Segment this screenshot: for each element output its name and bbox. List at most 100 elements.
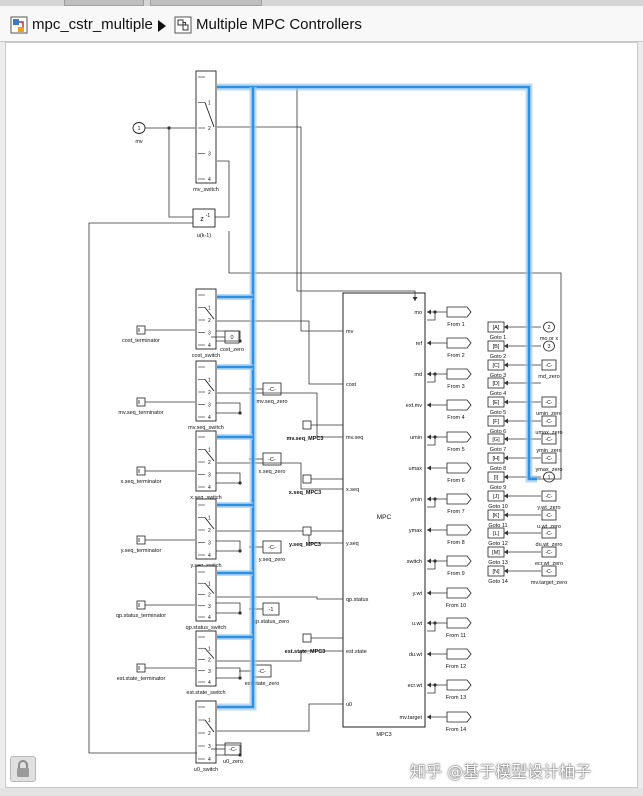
terminator-body[interactable] xyxy=(136,535,146,545)
from-body[interactable] xyxy=(446,679,472,691)
signal-line[interactable] xyxy=(427,312,436,321)
goto-block[interactable]: [M]Goto 13 xyxy=(487,546,508,566)
signal-line[interactable] xyxy=(217,320,343,385)
terminator-block[interactable]: mv.seq_terminator xyxy=(118,397,195,416)
terminator-body[interactable] xyxy=(136,600,146,610)
from-block[interactable]: From 4 xyxy=(446,399,472,421)
signal-line[interactable] xyxy=(427,374,436,383)
highlighted-signal[interactable] xyxy=(217,87,255,709)
terminator-block[interactable]: cost_terminator xyxy=(122,325,195,344)
goto-block[interactable]: [F]Goto 6 xyxy=(487,415,506,435)
switch-body[interactable] xyxy=(195,360,217,422)
source-block[interactable]: 3 xyxy=(543,340,555,352)
switch-body[interactable] xyxy=(195,565,217,622)
goto-tag-mpc3[interactable]: y.seq_MPC3 xyxy=(289,526,321,548)
source-block[interactable]: -C-umax_zero xyxy=(535,415,563,436)
inport[interactable] xyxy=(543,340,555,352)
goto-block[interactable]: [I]Goto 9 xyxy=(487,471,506,491)
from-block[interactable]: From 9 xyxy=(446,555,472,577)
terminator-block[interactable]: x.seq_terminator xyxy=(121,466,195,485)
goto-block[interactable]: [D]Goto 4 xyxy=(487,377,506,397)
multiport-switch[interactable]: 1234y.seq_switch xyxy=(190,498,222,569)
signal-line[interactable] xyxy=(216,667,241,678)
terminator-body[interactable] xyxy=(136,397,146,407)
goto-block[interactable]: [B]Goto 2 xyxy=(487,340,506,360)
from-body[interactable] xyxy=(446,555,472,567)
switch-body[interactable] xyxy=(195,70,217,184)
editor-tab[interactable] xyxy=(64,0,144,6)
terminator-block[interactable]: y.seq_terminator xyxy=(121,535,195,554)
from-block[interactable]: From 6 xyxy=(446,462,472,484)
from-block[interactable]: From 11 xyxy=(446,617,472,639)
source-block[interactable]: 1 xyxy=(543,471,555,483)
goto-block[interactable]: [J]Goto 10 xyxy=(487,490,508,510)
signal-line[interactable] xyxy=(217,462,343,490)
switch-body[interactable] xyxy=(195,498,217,560)
switch-body[interactable] xyxy=(195,630,217,687)
source-block[interactable]: -C-ymin_zero xyxy=(536,433,562,454)
signal-line[interactable] xyxy=(216,472,241,483)
goto-tag-mpc3[interactable]: est.state_MPC3 xyxy=(285,633,326,655)
highlighted-signal[interactable] xyxy=(217,85,537,481)
source-block[interactable]: -C-du.wt_zero xyxy=(536,527,563,548)
signal-line[interactable] xyxy=(215,160,230,218)
constant-body[interactable] xyxy=(541,546,557,558)
constant-body[interactable] xyxy=(541,565,557,577)
lock-button[interactable] xyxy=(10,756,36,782)
inport[interactable] xyxy=(543,321,555,333)
source-block[interactable]: -C-y.wt_zero xyxy=(537,490,561,511)
signal-line[interactable] xyxy=(217,392,343,438)
goto-block[interactable]: [A]Goto 1 xyxy=(487,321,506,341)
inport[interactable] xyxy=(543,471,555,483)
constant-block[interactable]: -C-x.seq_zero xyxy=(259,452,286,475)
signal-line[interactable] xyxy=(427,561,436,570)
block-diagram[interactable]: 1234mv_switch1234cost_switch1234mv.seq_s… xyxy=(6,43,638,788)
from-block[interactable]: From 7 xyxy=(446,493,472,515)
from-block[interactable]: From 1 xyxy=(446,306,472,328)
signal-line[interactable] xyxy=(228,231,562,480)
signal-line[interactable] xyxy=(217,126,343,332)
source-block[interactable]: 2mo or x xyxy=(540,321,559,342)
signal-line[interactable] xyxy=(217,530,343,544)
from-block[interactable]: From 14 xyxy=(446,711,472,733)
source-block[interactable]: -C-mv.target_zero xyxy=(531,565,567,586)
constant-block[interactable]: -C-mv.seq_zero xyxy=(256,382,288,405)
from-body[interactable] xyxy=(446,493,472,505)
terminator-block[interactable]: est.state_terminator xyxy=(117,663,195,682)
signal-line[interactable] xyxy=(427,499,436,508)
constant-body[interactable] xyxy=(541,359,557,371)
from-body[interactable] xyxy=(446,431,472,443)
mpc-body[interactable] xyxy=(342,292,426,728)
goto-block[interactable]: [G]Goto 7 xyxy=(487,433,506,453)
signal-line[interactable] xyxy=(216,540,241,551)
signal-line[interactable] xyxy=(216,330,241,341)
terminator-body[interactable] xyxy=(136,325,146,335)
goto-tag-mpc3[interactable]: mv.seq_MPC3 xyxy=(287,420,324,442)
constant-block[interactable]: -C-y.seq_zero xyxy=(259,540,286,563)
source-block[interactable]: -C-umin_zero xyxy=(536,396,562,417)
delay-body[interactable] xyxy=(192,208,216,228)
constant-body[interactable] xyxy=(541,527,557,539)
source-block[interactable]: -C-u.wt_zero xyxy=(537,509,561,530)
from-body[interactable] xyxy=(446,368,472,380)
constant-body[interactable] xyxy=(541,490,557,502)
signal-line[interactable] xyxy=(217,703,343,732)
source-block[interactable]: -C-ecr.wt_zero xyxy=(535,546,563,567)
goto-block[interactable]: [E]Goto 5 xyxy=(487,396,506,416)
signal-line[interactable] xyxy=(216,402,241,413)
tag-port[interactable] xyxy=(302,420,312,430)
mpc-controller-block[interactable]: MPCMPC3morefmdext.mvuminumaxyminymaxswit… xyxy=(342,292,426,738)
terminator-body[interactable] xyxy=(136,466,146,476)
goto-tag-mpc3[interactable]: x.seq_MPC3 xyxy=(289,474,321,496)
signal-line[interactable] xyxy=(427,685,436,694)
source-block[interactable]: -C-ymax_zero xyxy=(536,452,563,473)
from-body[interactable] xyxy=(446,711,472,723)
tag-port[interactable] xyxy=(302,474,312,484)
signal-line[interactable] xyxy=(88,222,197,754)
goto-block[interactable]: [H]Goto 8 xyxy=(487,452,506,472)
